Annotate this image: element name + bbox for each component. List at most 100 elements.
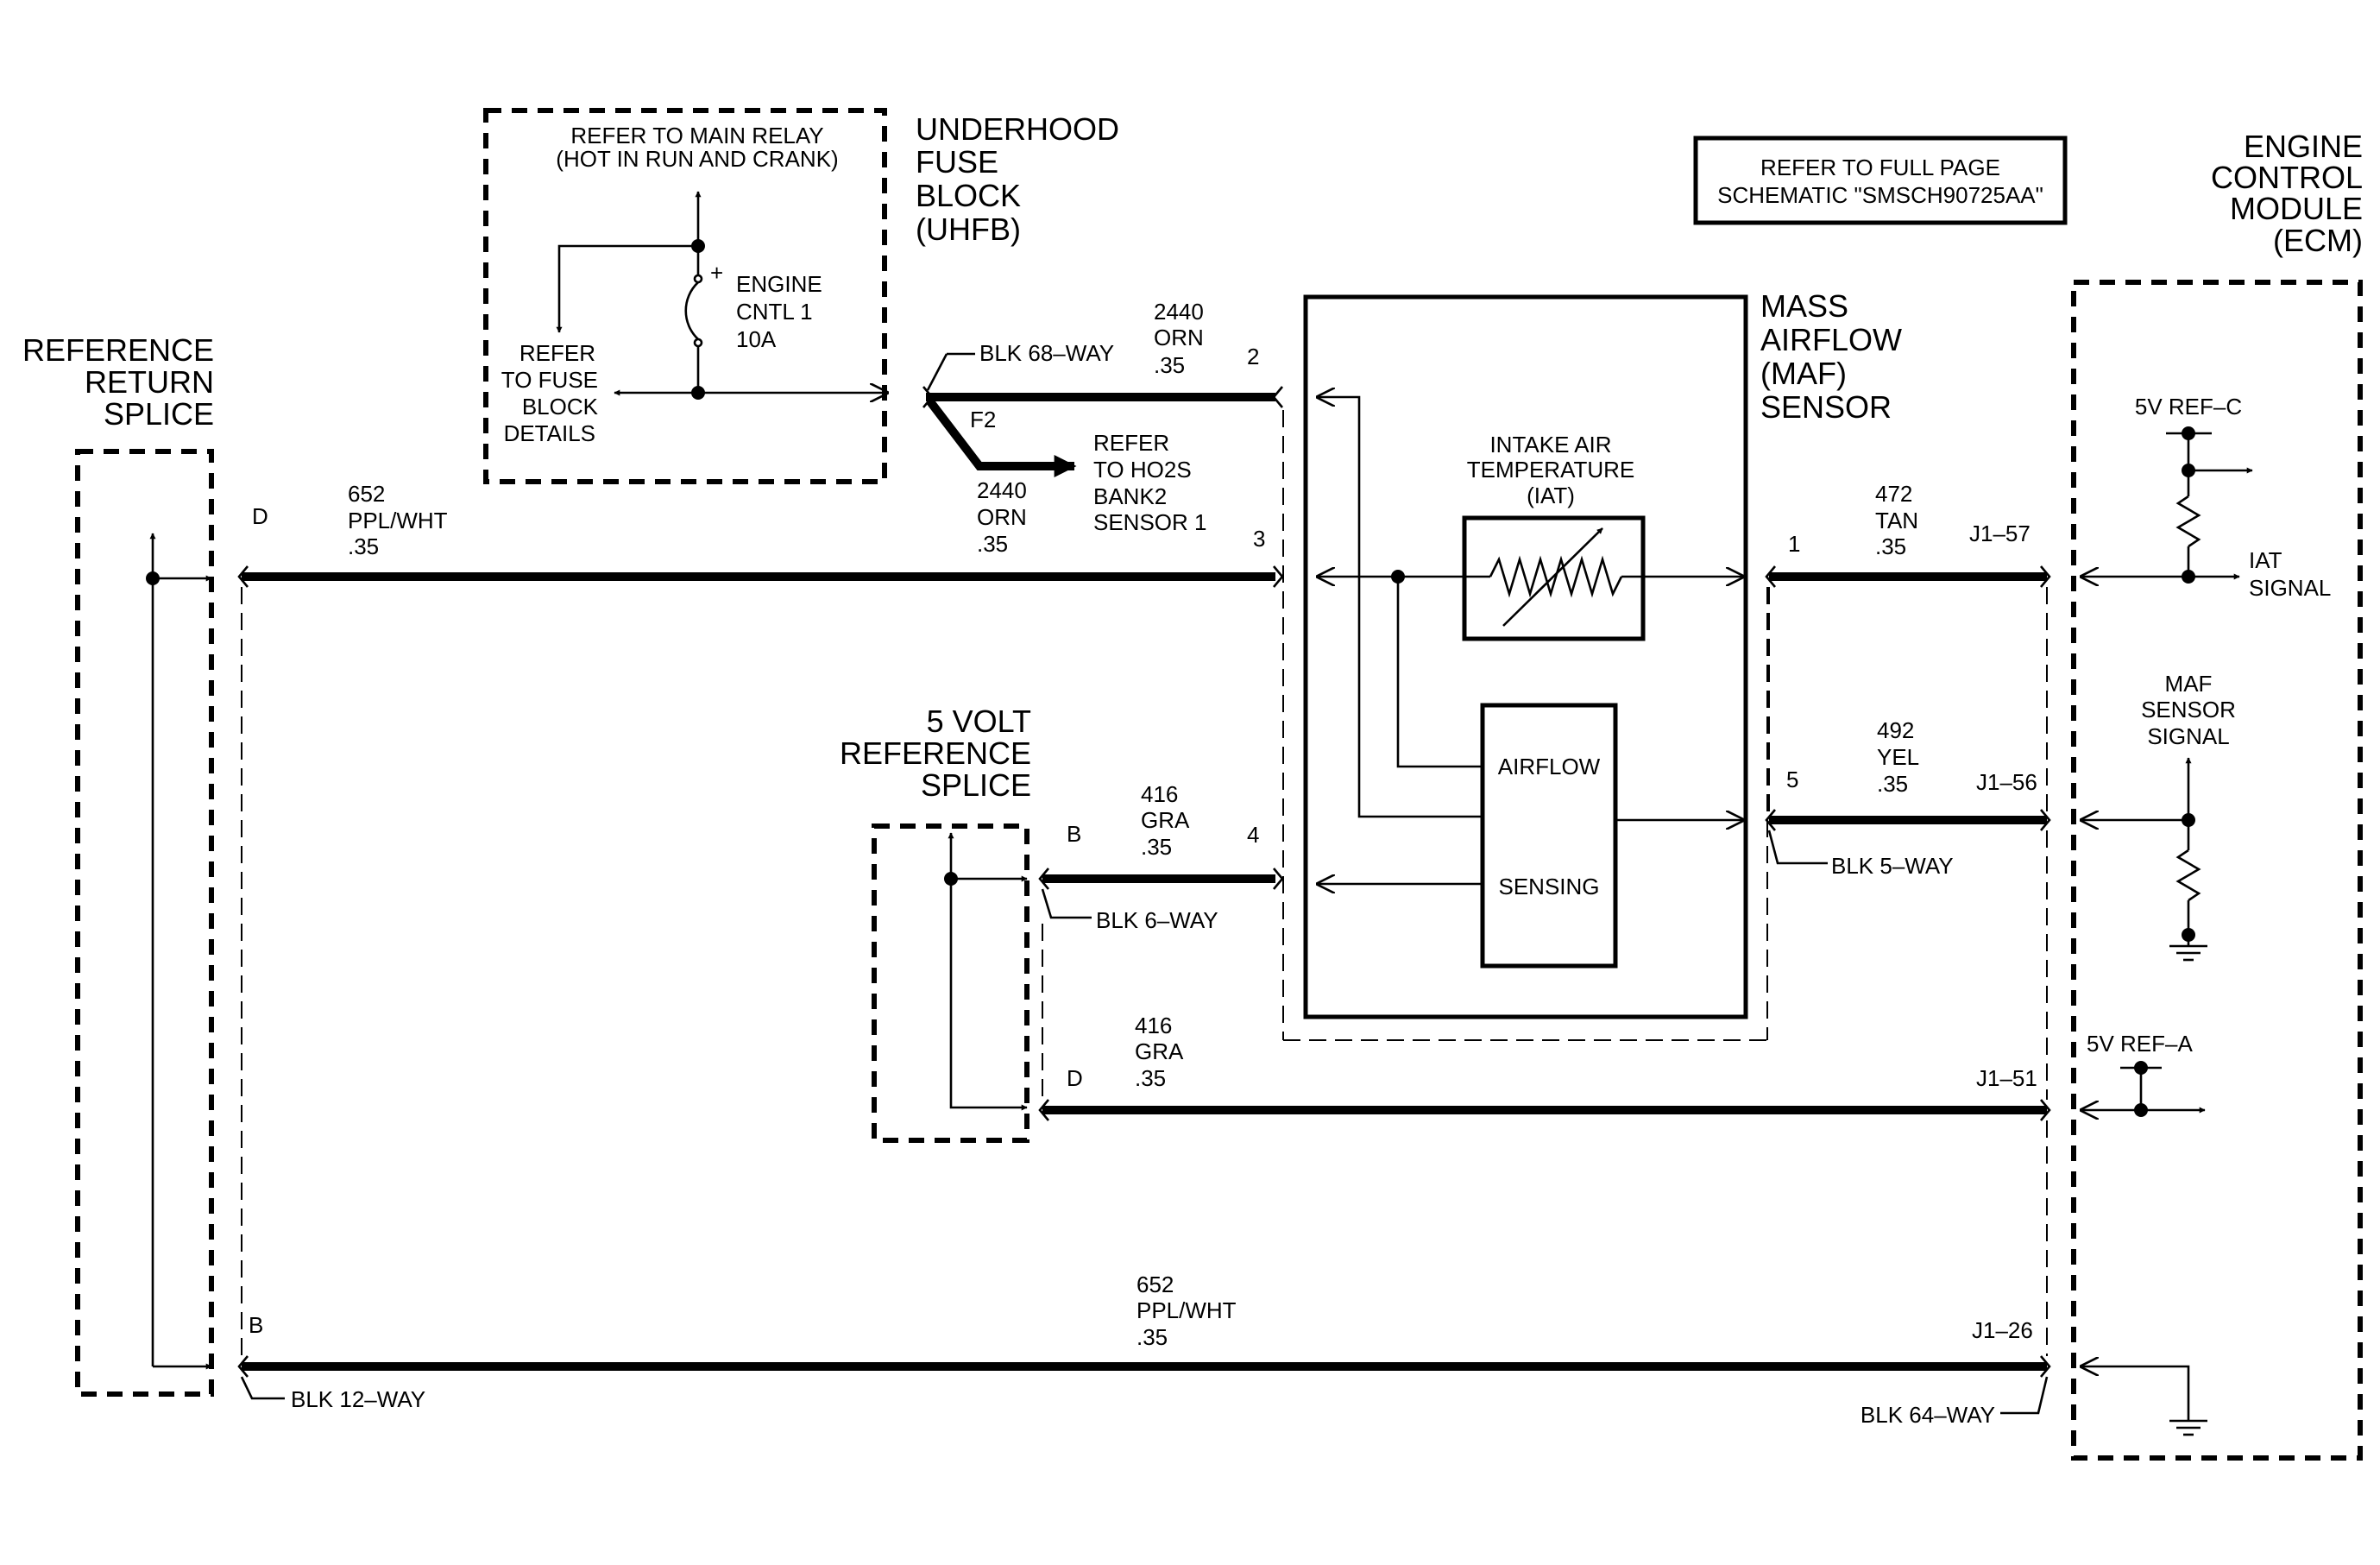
sensing-label: SENSING xyxy=(1498,874,1599,899)
maf-signal-line-2: SENSOR xyxy=(2141,697,2236,723)
ho2s-ref-line-3: BANK2 xyxy=(1093,483,1167,509)
iat-label-line-1: INTAKE AIR xyxy=(1489,432,1611,458)
main-relay-ref-line-1: REFER TO MAIN RELAY xyxy=(570,123,823,148)
wire-416-low-gauge: .35 xyxy=(1135,1065,1166,1091)
engine-control-module: ENGINE CONTROL MODULE (ECM) 5V REF–C IAT… xyxy=(2071,129,2363,1461)
main-relay-ref-line-2: (HOT IN RUN AND CRANK) xyxy=(556,146,838,172)
maf-pin-3: 3 xyxy=(1253,526,1265,552)
iat-signal-line-2: SIGNAL xyxy=(2249,575,2331,601)
wire-2440-branch-to-ho2s xyxy=(926,397,1077,477)
airflow-sensing-element xyxy=(1480,703,1618,969)
wire-652-top-color: PPL/WHT xyxy=(348,508,448,533)
ecm-title-line-4: (ECM) xyxy=(2273,223,2363,258)
pin-d-mid: D xyxy=(1067,1065,1083,1091)
reference-return-splice: REFERENCE RETURN SPLICE xyxy=(22,332,214,1397)
circuit-652-top: D 652 PPL/WHT .35 3 xyxy=(237,481,1284,1355)
circuit-652-bottom: B 652 PPL/WHT .35 J1–26 BLK 12–WAY BLK 6… xyxy=(237,1120,2051,1428)
wire-416-low-color: GRA xyxy=(1135,1038,1184,1064)
branch-wire-gauge: .35 xyxy=(977,531,1008,557)
maf-title-line-3: (MAF) xyxy=(1760,356,1847,391)
maf-pin-4: 4 xyxy=(1247,822,1259,848)
iat-label-line-2: TEMPERATURE xyxy=(1467,457,1635,483)
fuse-block-ref-arrow xyxy=(556,244,698,333)
wire-2440-color: ORN xyxy=(1154,325,1204,350)
uhfb-title-line-3: BLOCK xyxy=(916,178,1021,213)
fuse-label-line-3: 10A xyxy=(736,326,777,352)
wire-416-low-number: 416 xyxy=(1135,1013,1172,1038)
ref-return-title-line-2: RETURN xyxy=(85,364,214,400)
maf-sensor: MASS AIRFLOW (MAF) SENSOR INTAKE AIR TEM… xyxy=(1282,288,1902,1041)
fuse-ref-line-4: DETAILS xyxy=(504,420,595,446)
branch-wire-number: 2440 xyxy=(977,477,1027,503)
fuse-plus-sign: + xyxy=(710,260,723,286)
five-volt-title-line-3: SPLICE xyxy=(921,767,1031,803)
ecm-maf-pulldown-resistor xyxy=(2175,849,2201,902)
maf-signal-line-3: SIGNAL xyxy=(2147,723,2229,749)
iat-signal-line-1: IAT xyxy=(2249,547,2282,573)
circuit-416-to-ecm: 416 GRA .35 D J1–51 xyxy=(1038,1013,2051,1121)
ecm-title-line-2: CONTROL xyxy=(2211,160,2363,195)
wire-416-mid-color: GRA xyxy=(1141,807,1190,833)
branch-wire-color: ORN xyxy=(977,504,1027,530)
pin-b-bottom: B xyxy=(249,1312,263,1338)
pin-d-top: D xyxy=(252,503,268,529)
iat-label-line-3: (IAT) xyxy=(1527,483,1575,508)
ecm-5v-ref-a: 5V REF–A xyxy=(2087,1031,2193,1057)
wire-472-color: TAN xyxy=(1875,508,1918,533)
wire-652-bot-color: PPL/WHT xyxy=(1136,1297,1237,1323)
maf-signal-line-1: MAF xyxy=(2165,671,2213,697)
uhfb-title-line-4: (UHFB) xyxy=(916,211,1021,247)
ref-return-title-line-3: SPLICE xyxy=(104,396,214,432)
fuse-label-line-2: CNTL 1 xyxy=(736,299,813,325)
thermistor-symbol xyxy=(1489,555,1623,598)
pin-j1-51: J1–51 xyxy=(1976,1065,2037,1091)
ecm-title-line-3: MODULE xyxy=(2230,191,2363,226)
connector-f2-pin: F2 xyxy=(970,407,996,432)
ho2s-ref-line-4: SENSOR 1 xyxy=(1093,509,1207,535)
pin-j1-56: J1–56 xyxy=(1976,769,2037,795)
reference-line-1: REFER TO FULL PAGE xyxy=(1760,155,2000,180)
wire-472-number: 472 xyxy=(1875,481,1912,507)
wire-652-bot-number: 652 xyxy=(1136,1272,1174,1297)
underhood-fuse-block: UNDERHOOD FUSE BLOCK (UHFB) REFER TO MAI… xyxy=(483,108,1119,484)
ecm-boundary xyxy=(2071,280,2363,1461)
iat-thermistor-box xyxy=(1462,515,1646,641)
fuse-ref-line-3: BLOCK xyxy=(522,394,599,420)
ecm-iat-pullup-resistor xyxy=(2175,495,2201,548)
wire-2440-number: 2440 xyxy=(1154,299,1204,325)
five-volt-title-line-1: 5 VOLT xyxy=(927,704,1031,739)
wire-416-mid-gauge: .35 xyxy=(1141,834,1172,860)
blk-68-way-label: BLK 68–WAY xyxy=(979,340,1114,366)
maf-title-line-4: SENSOR xyxy=(1760,389,1892,425)
maf-pin-1: 1 xyxy=(1788,531,1800,557)
ref-return-title-line-1: REFERENCE xyxy=(22,332,214,368)
circuit-416-to-maf: B 416 GRA .35 4 BLK 6–WAY xyxy=(1038,781,1284,1096)
maf-title-line-1: MASS xyxy=(1760,288,1848,324)
maf-title-line-2: AIRFLOW xyxy=(1760,322,1902,357)
ho2s-ref-line-1: REFER xyxy=(1093,430,1169,456)
five-volt-reference-splice: 5 VOLT REFERENCE SPLICE xyxy=(840,704,1031,1143)
uhfb-title-line-2: FUSE xyxy=(916,144,998,180)
maf-pin-2: 2 xyxy=(1247,344,1259,369)
wire-2440-gauge: .35 xyxy=(1154,352,1185,378)
full-page-schematic-reference: REFER TO FULL PAGE SCHEMATIC "SMSCH90725… xyxy=(1693,136,2068,225)
five-volt-title-line-2: REFERENCE xyxy=(840,735,1031,771)
wire-652-top-number: 652 xyxy=(348,481,385,507)
pin-j1-57: J1–57 xyxy=(1969,521,2031,546)
circuit-492: 5 492 YEL .35 J1–56 BLK 5–WAY xyxy=(1765,587,2051,1100)
blk-64-way-label: BLK 64–WAY xyxy=(1861,1402,1995,1428)
blk-5-way-label: BLK 5–WAY xyxy=(1831,853,1954,879)
ho2s-ref-line-2: TO HO2S xyxy=(1093,457,1192,483)
fuse-ref-line-1: REFER xyxy=(519,340,595,366)
uhfb-title-line-1: UNDERHOOD xyxy=(916,111,1119,147)
wire-492-color: YEL xyxy=(1877,744,1919,770)
maf-pin-5: 5 xyxy=(1786,767,1798,792)
ecm-5v-ref-c: 5V REF–C xyxy=(2135,394,2242,420)
airflow-label: AIRFLOW xyxy=(1498,754,1601,779)
fuse-label-line-1: ENGINE xyxy=(736,271,822,297)
pin-j1-26: J1–26 xyxy=(1972,1317,2033,1343)
wire-652-top-gauge: .35 xyxy=(348,533,379,559)
ecm-title-line-1: ENGINE xyxy=(2244,129,2363,164)
wire-652-bot-gauge: .35 xyxy=(1136,1324,1168,1350)
blk-6-way-label: BLK 6–WAY xyxy=(1096,907,1218,933)
